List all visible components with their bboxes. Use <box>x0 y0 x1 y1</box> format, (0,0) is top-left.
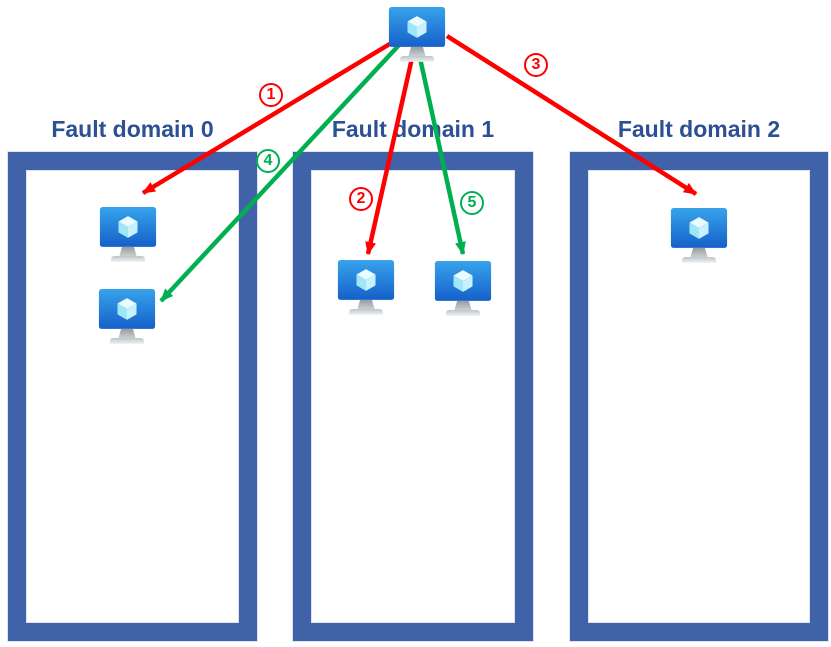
fault-domain-1-vm-2-icon <box>434 260 492 321</box>
fault-domain-1-vm-1-icon <box>337 259 395 320</box>
fault-domain-2-title: Fault domain 2 <box>617 116 781 142</box>
fault-domain-1-title: Fault domain 1 <box>331 116 495 142</box>
fault-domain-0-vm-2-icon <box>98 288 156 349</box>
step-1-badge: 1 <box>259 83 283 107</box>
step-5-badge: 5 <box>460 191 484 215</box>
fault-domain-0-vm-1-icon <box>99 206 157 267</box>
fault-domain-0-title: Fault domain 0 <box>51 116 214 142</box>
step-2-badge: 2 <box>349 187 373 211</box>
step-3-badge: 3 <box>524 53 548 77</box>
step-4-badge: 4 <box>256 149 280 173</box>
fault-domain-2-vm-1-icon <box>670 207 728 268</box>
source-vm-icon <box>388 6 446 67</box>
fault-domain-1-box <box>293 152 533 641</box>
